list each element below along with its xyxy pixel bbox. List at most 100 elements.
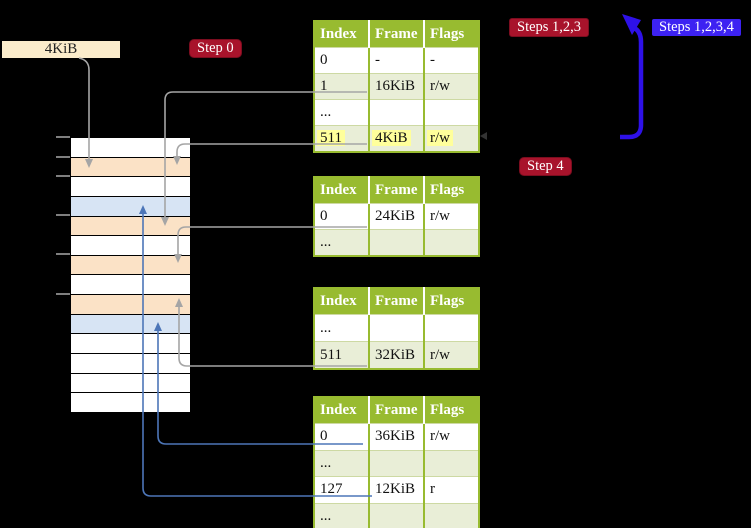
memory-frame-row-peach — [71, 254, 190, 275]
table-cell: 511 — [313, 125, 370, 152]
table-cell: - — [423, 47, 480, 74]
table-cell: ... — [313, 99, 370, 126]
table-cell: r/w — [423, 203, 480, 230]
cell-value: 36KiB — [375, 428, 416, 445]
column-header: Flags — [423, 288, 479, 315]
memory-frame-row-white — [71, 333, 190, 354]
address-tick — [56, 253, 70, 256]
column-header: Frame — [368, 397, 424, 424]
table-cell — [423, 314, 480, 342]
cell-value: 511 — [320, 346, 342, 363]
table-row: ... — [313, 314, 480, 342]
highlighted-value: r/w — [427, 130, 453, 146]
table-cell: ... — [313, 229, 370, 256]
memory-frame-row-blue — [71, 313, 190, 334]
table-cell — [368, 99, 425, 126]
cell-value: 0 — [320, 208, 328, 224]
cell-value: ... — [320, 104, 332, 120]
memory-frame-row-white — [71, 235, 190, 255]
table-cell: ... — [313, 503, 370, 528]
table-cell — [368, 314, 425, 342]
cell-value: 1 — [320, 78, 328, 94]
loop-arrow-steps123 — [620, 14, 644, 140]
step0-badge: Step 0 — [189, 39, 242, 58]
memory-strip — [70, 137, 191, 413]
table-row: ... — [313, 229, 480, 256]
table-cell: 36KiB — [368, 423, 425, 450]
table-row: 511 4KiB r/w — [313, 125, 480, 152]
memory-frame-row-peach — [71, 294, 190, 314]
cell-value: - — [430, 52, 435, 68]
cell-value: 0 — [320, 428, 328, 445]
table-cell: 12KiB — [368, 476, 425, 503]
table-cell — [423, 229, 480, 256]
table-row: 0 24KiB r/w — [313, 203, 480, 230]
table-cell: 1 — [313, 73, 370, 100]
table-cell: 127 — [313, 476, 370, 503]
table-row: 1 16KiB r/w — [313, 73, 480, 100]
column-header: Frame — [368, 177, 424, 204]
table-cell: 0 — [313, 203, 370, 230]
column-header: Index — [313, 288, 369, 315]
table-cell: r/w — [423, 341, 480, 369]
address-tick — [56, 214, 70, 217]
cell-value: r/w — [430, 346, 450, 363]
table-cell: r/w — [423, 423, 480, 450]
table-cell: ... — [313, 450, 370, 477]
address-tick — [56, 155, 70, 158]
highlighted-value: 511 — [317, 130, 345, 146]
table-cell — [368, 450, 425, 477]
table-cell: - — [368, 47, 425, 74]
cell-value: 32KiB — [375, 346, 416, 363]
address-tick — [56, 175, 70, 178]
cell-value: ... — [320, 507, 332, 524]
memory-frame-row-white — [71, 274, 190, 295]
table-row: 0 36KiB r/w — [313, 423, 480, 450]
table-cell — [423, 99, 480, 126]
table-cell: r/w — [423, 125, 480, 152]
cell-value: 24KiB — [375, 208, 416, 224]
cell-value: ... — [320, 454, 332, 471]
memory-frame-row-peach — [71, 156, 190, 177]
table-cell — [423, 450, 480, 477]
memory-frame-row-white — [71, 353, 190, 373]
table-row: ... — [313, 99, 480, 126]
cell-value: r/w — [430, 428, 450, 445]
highlighted-value: 4KiB — [372, 130, 411, 146]
table-row: ... — [313, 503, 480, 528]
cell-value: r/w — [430, 78, 450, 94]
steps1234-badge: Steps 1,2,3,4 — [652, 19, 741, 36]
column-header: Flags — [423, 397, 479, 424]
column-header: Index — [313, 397, 369, 424]
cell-value: r — [430, 481, 435, 498]
table-cell — [423, 503, 480, 528]
cell-value: 16KiB — [375, 78, 416, 94]
table-row: ... — [313, 450, 480, 477]
table-cell: 4KiB — [368, 125, 425, 152]
column-header: Index — [313, 177, 369, 204]
table-cell: 16KiB — [368, 73, 425, 100]
table1-entry-mark — [480, 132, 487, 140]
cell-value: ... — [320, 319, 332, 336]
column-header: Frame — [368, 288, 424, 315]
memory-frame-row-white — [71, 392, 190, 412]
memory-frame-row-white — [71, 176, 190, 196]
memory-frame-row-white — [71, 138, 190, 157]
frame-size-label: 4KiB — [2, 41, 120, 58]
memory-frame-row-peach — [71, 215, 190, 236]
cell-value: - — [375, 52, 380, 68]
table-cell: 0 — [313, 47, 370, 74]
cell-value: r/w — [430, 208, 450, 224]
table-row: 0-- — [313, 47, 480, 74]
address-tick — [56, 136, 70, 138]
address-tick — [56, 292, 70, 295]
memory-frame-row-blue — [71, 195, 190, 216]
table-cell: 32KiB — [368, 341, 425, 369]
table-cell — [368, 503, 425, 528]
step4-badge: Step 4 — [519, 157, 572, 176]
column-header: Frame — [368, 21, 424, 48]
